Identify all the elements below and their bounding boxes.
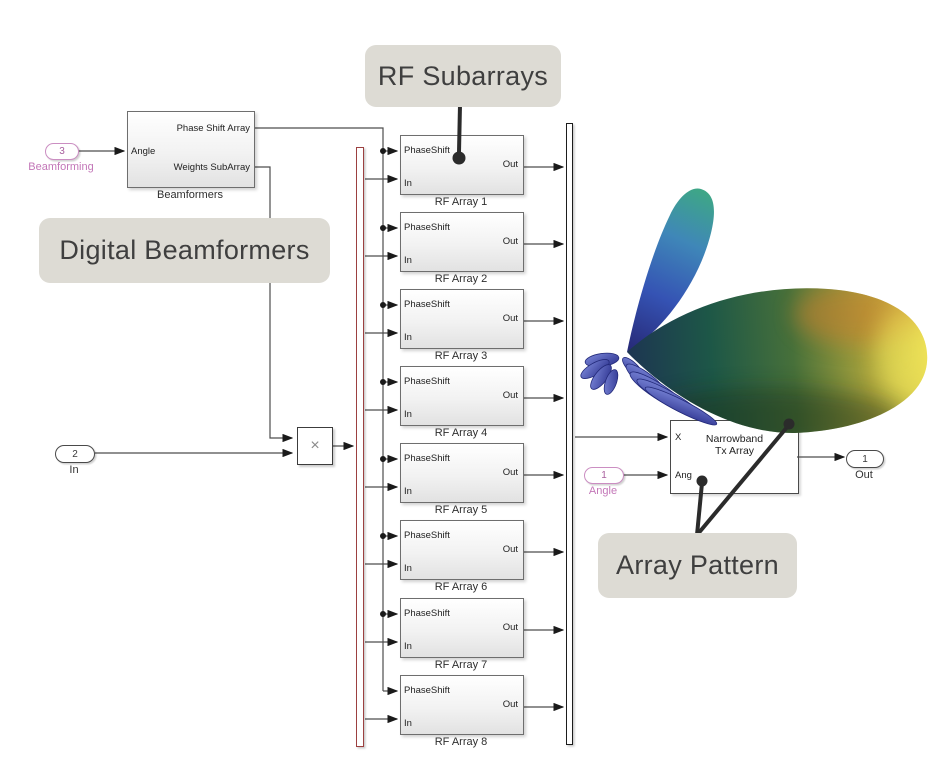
port-label-angle: Angle [131,146,156,157]
rf-array-6-name: RF Array 6 [434,581,488,593]
inport-2-in[interactable]: 2 [55,445,95,463]
upper-lobe [627,188,714,352]
inport-1-label: Angle [588,485,618,497]
port-label-in: In [404,255,412,266]
callout-digital-beamformers[interactable]: Digital Beamformers [39,218,330,283]
rf-array-8-name: RF Array 8 [434,736,488,748]
port-label-phaseshift: PhaseShift [404,453,450,464]
mux-bar[interactable] [566,123,573,745]
outport-1-label: Out [855,469,873,481]
rf-array-5-name: RF Array 5 [434,504,488,516]
beamformers-block-name: Beamformers [156,189,224,201]
port-label-phaseshift: PhaseShift [404,145,450,156]
rf-array-5-block[interactable]: PhaseShift In Out [400,443,524,503]
port-label-in: In [404,409,412,420]
multiply-icon: × [310,437,320,454]
rf-array-8-block[interactable]: PhaseShift In Out [400,675,524,735]
inport-2-label: In [69,464,79,476]
callout-array-pattern[interactable]: Array Pattern [598,533,797,598]
rf-array-4-block[interactable]: PhaseShift In Out [400,366,524,426]
port-label-out: Out [502,467,518,478]
port-label-in: In [404,178,412,189]
port-label-weights-subarray: Weights SubArray [173,162,250,173]
rf-array-2-block[interactable]: PhaseShift In Out [400,212,524,272]
outport-1-number: 1 [862,453,868,465]
port-label-in: In [404,563,412,574]
port-label-in: In [404,718,412,729]
port-label-phaseshift: PhaseShift [404,685,450,696]
wire-branch-dots [380,148,386,617]
port-label-out: Out [502,699,518,710]
inport-3-number: 3 [59,146,65,157]
port-label-phaseshift: PhaseShift [404,376,450,387]
rf-array-6-block[interactable]: PhaseShift In Out [400,520,524,580]
port-label-phaseshift: PhaseShift [404,530,450,541]
port-label-ang: Ang [675,470,692,481]
rf-array-1-name: RF Array 1 [434,196,488,208]
outport-1-out[interactable]: 1 [846,450,884,468]
port-label-in: In [404,486,412,497]
port-label-phaseshift: PhaseShift [404,608,450,619]
rf-array-1-block[interactable]: PhaseShift In Out [400,135,524,195]
port-label-out: Out [502,622,518,633]
beamformers-block[interactable]: Phase Shift Array Angle Weights SubArray [127,111,255,188]
port-label-out: Out [502,159,518,170]
product-block[interactable]: × [297,427,333,465]
port-label-out: Out [502,313,518,324]
inport-2-number: 2 [72,448,78,460]
rf-array-3-name: RF Array 3 [434,350,488,362]
rf-array-7-block[interactable]: PhaseShift In Out [400,598,524,658]
port-label-out: Out [502,390,518,401]
port-label-in: In [404,641,412,652]
port-label-in: In [404,332,412,343]
callout-rf-subarrays[interactable]: RF Subarrays [365,45,561,107]
port-label-phase-shift-array: Phase Shift Array [176,123,250,134]
rf-array-7-name: RF Array 7 [434,659,488,671]
rf-array-2-name: RF Array 2 [434,273,488,285]
narrowband-tx-array-block[interactable]: X Ang Narrowband Tx Array [670,420,799,494]
side-lobes [580,352,718,426]
rf-array-4-name: RF Array 4 [434,427,488,439]
demux-bar[interactable] [356,147,364,747]
port-label-x: X [675,432,682,443]
port-label-out: Out [502,236,518,247]
narrowband-block-name: Narrowband Tx Array [705,433,764,457]
port-label-phaseshift: PhaseShift [404,222,450,233]
rf-array-3-block[interactable]: PhaseShift In Out [400,289,524,349]
inport-3-label: Beamforming [28,161,94,173]
inport-1-number: 1 [601,470,607,481]
inport-1-angle[interactable]: 1 [584,467,624,484]
inport-3-beamforming[interactable]: 3 [45,143,79,160]
port-label-phaseshift: PhaseShift [404,299,450,310]
port-label-out: Out [502,544,518,555]
